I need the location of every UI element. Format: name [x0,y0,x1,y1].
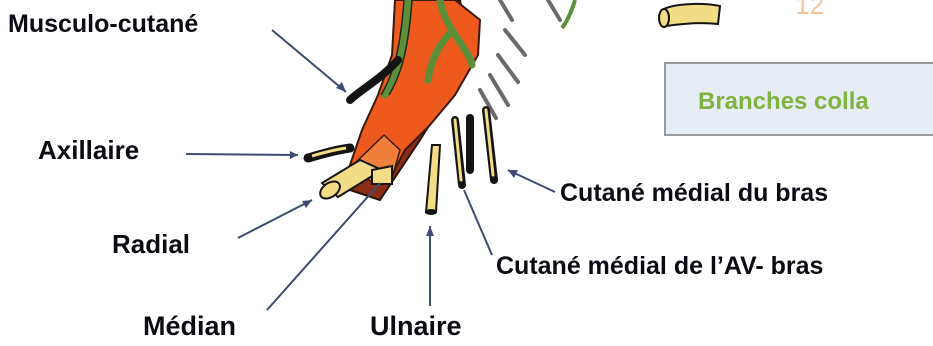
ulnaire-nerve [426,145,440,212]
label-radial: Radial [112,231,190,257]
label-cutane-medial-bras: Cutané médial du bras [560,181,828,206]
median-nerve [372,166,392,184]
leader-radial [238,200,312,238]
leader-median [267,183,380,310]
label-cutane-medial-av-bras: Cutané médial de l’AV- bras [496,254,823,279]
green-fragment [562,0,575,28]
leader-musculo [272,30,346,92]
label-axillaire: Axillaire [38,137,139,163]
figure-number: 12 [795,0,824,18]
label-musculo-cutane: Musculo-cutané [8,12,198,37]
label-median: Médian [143,313,236,340]
small-branches [480,0,560,118]
nerve-stub-top [662,4,720,26]
callout-text: Branches colla [698,90,869,114]
callout-box: Branches colla [664,62,933,136]
nerve-stub-top-end [659,9,669,27]
leader-axillaire [186,154,298,155]
leader-cutane-av-bras [464,190,492,255]
label-ulnaire: Ulnaire [370,313,462,340]
